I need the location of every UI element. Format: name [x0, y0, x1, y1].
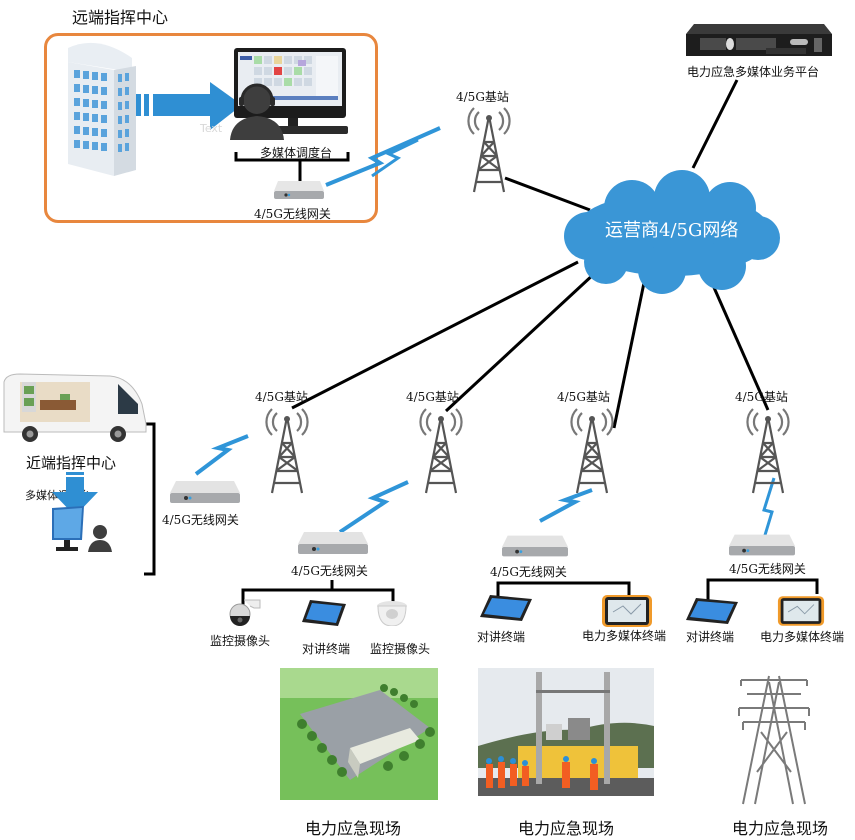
gateway-icon	[502, 535, 568, 557]
base-station-label-4: 4/5G基站	[735, 390, 788, 404]
gateway-icon	[729, 534, 795, 556]
device-label: 对讲终端	[302, 642, 351, 656]
office-building-icon	[68, 42, 136, 176]
wireless-link-near	[194, 434, 249, 476]
watermark-text: Text	[200, 122, 223, 135]
near-gateway-label: 4/5G无线网关	[162, 513, 239, 527]
transmission-tower-photo	[738, 675, 810, 805]
server-rack-icon	[686, 24, 832, 56]
site-1-bracket	[241, 580, 395, 608]
device-label: 监控摄像头	[210, 634, 271, 648]
cell-tower-icon	[419, 408, 463, 494]
ptz-camera-icon	[229, 599, 261, 626]
carrier-cloud-icon	[564, 170, 780, 294]
substation-aerial-photo	[280, 668, 438, 800]
gateway-icon	[170, 481, 240, 503]
site-3-gateway-label: 4/5G无线网关	[729, 562, 806, 576]
device-label: 电力多媒体终端	[760, 630, 845, 644]
remote-gateway-device	[274, 181, 324, 199]
device-label: 监控摄像头	[370, 642, 431, 656]
device-label: 对讲终端	[477, 630, 526, 644]
link-cloud-tower-4	[710, 282, 770, 411]
link-cloud-tower-3	[612, 277, 647, 429]
site-3-gateway-device	[729, 534, 795, 556]
arrow-down-icon	[52, 472, 98, 516]
smartphone-icon	[302, 600, 346, 626]
scene-label-3: 电力应急现场	[732, 819, 829, 838]
gateway-icon	[298, 532, 368, 554]
gateway-icon	[274, 181, 324, 199]
command-vehicle-icon	[3, 373, 147, 442]
cell-tower-icon	[746, 408, 790, 494]
smartphone-icon	[480, 595, 532, 621]
scene-label-2: 电力应急现场	[518, 819, 615, 838]
cell-tower-icon	[265, 408, 309, 494]
link-top-tower-cloud	[504, 176, 591, 212]
operator-headset-icon	[230, 83, 284, 140]
remote-console-label: 多媒体调度台	[260, 146, 333, 160]
near-console-monitor-icon	[52, 506, 112, 552]
platform-label: 电力应急多媒体业务平台	[687, 65, 820, 79]
link-platform-cloud	[691, 79, 739, 169]
rugged-tablet-icon	[602, 595, 652, 627]
remote-console-bracket	[234, 152, 350, 181]
base-station-label-3: 4/5G基站	[557, 390, 610, 404]
smartphone-icon	[686, 598, 738, 624]
field-repair-crew-photo	[478, 668, 654, 796]
scene-label-1: 电力应急现场	[305, 819, 402, 838]
wireless-link-remote	[325, 126, 441, 187]
dome-camera-icon	[377, 601, 407, 626]
wireless-link-site-3	[760, 477, 776, 546]
wireless-link-site-1	[338, 480, 409, 534]
near-center-title: 近端指挥中心	[26, 454, 117, 472]
remote-gateway-label: 4/5G无线网关	[254, 207, 331, 221]
wireless-link-site-2	[539, 488, 593, 523]
device-label: 对讲终端	[686, 630, 735, 644]
remote-center-title: 远端指挥中心	[72, 8, 169, 27]
site-3-bracket	[706, 578, 819, 600]
device-label: 电力多媒体终端	[582, 629, 667, 643]
link-cloud-tower-2	[444, 271, 597, 413]
carrier-network-label: 运营商4/5G网络	[605, 220, 739, 241]
base-station-label-1: 4/5G基站	[255, 390, 308, 404]
site-2-gateway-label: 4/5G无线网关	[490, 565, 567, 579]
site-2-bracket	[496, 581, 631, 600]
near-center-bracket	[144, 422, 156, 576]
cell-tower-icon	[467, 107, 511, 193]
cell-tower-icon	[570, 408, 614, 494]
rugged-tablet-icon	[777, 596, 825, 626]
near-gateway-device	[170, 481, 240, 503]
link-cloud-tower-1	[291, 260, 579, 410]
site-1-gateway-label: 4/5G无线网关	[291, 564, 368, 578]
base-station-label-2: 4/5G基站	[406, 390, 459, 404]
site-2-gateway-device	[502, 535, 568, 557]
top-base-station-label: 4/5G基站	[456, 90, 509, 104]
arrow-right-icon	[136, 82, 242, 130]
site-1-gateway-device	[298, 532, 368, 554]
wireless-link-remote-2	[371, 138, 419, 178]
